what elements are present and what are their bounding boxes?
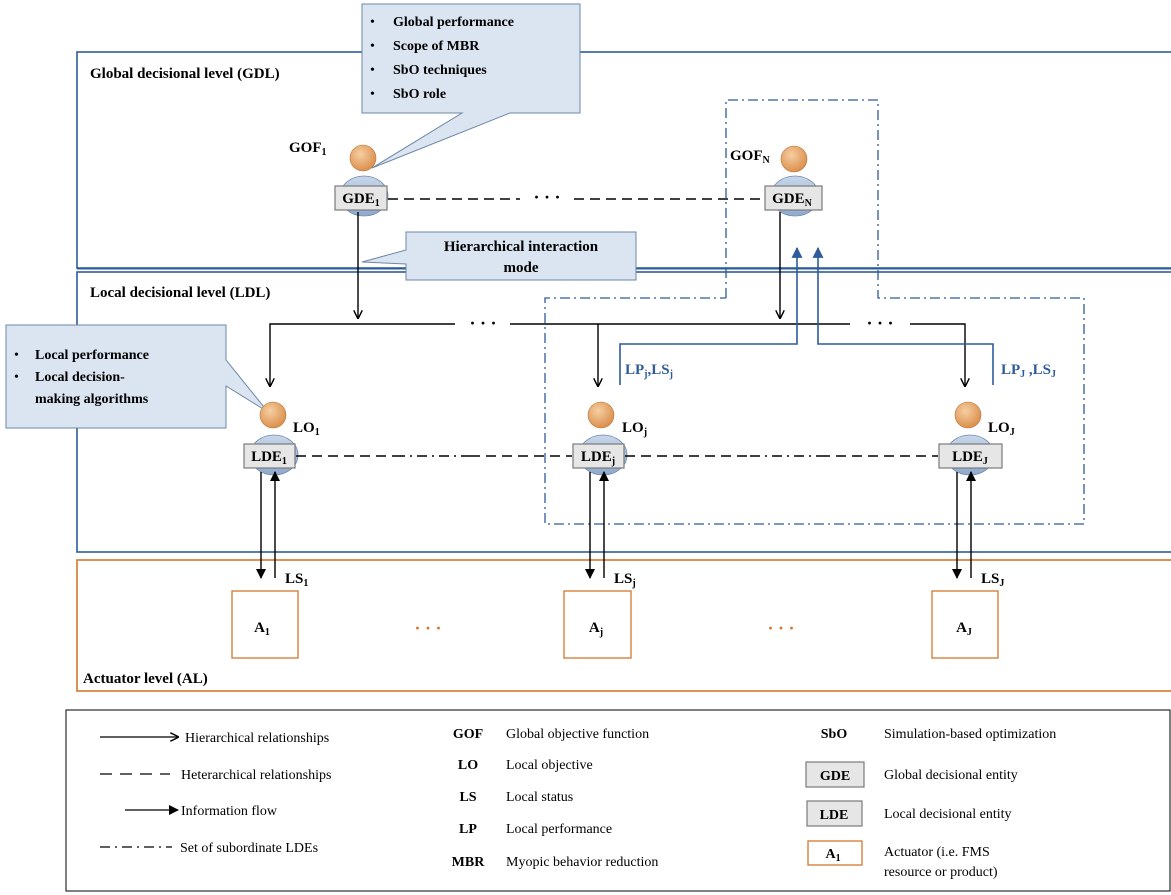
lo-J-label: LOJ: [988, 420, 1015, 438]
person-head-icon: [780, 145, 808, 173]
local-callout-item: Local performance: [35, 348, 149, 363]
gof-1-label: GOF1: [289, 140, 327, 158]
hierarchical-mode-line1: Hierarchical interaction: [444, 239, 599, 255]
actuator-ellipsis-left: · · ·: [414, 618, 441, 638]
person-head-icon: [259, 401, 287, 429]
actuator-j-label: Aj: [589, 620, 603, 638]
legend-desc: Local objective: [506, 758, 593, 773]
hierarchical-bus-right: [910, 323, 965, 386]
subordinate-set-boundary-outer: [544, 99, 1085, 525]
gde-1-box: [334, 185, 388, 211]
local-entity-1: LDE1 LO1: [243, 401, 320, 476]
legend-desc: Local decisional entity: [884, 807, 1012, 822]
local-callout-item: Local decision-: [35, 370, 125, 385]
feedback-ldeJ-to-gden: [812, 246, 994, 385]
actuator-1-label: A1: [254, 620, 270, 638]
lde-j-box: [572, 443, 625, 469]
actuator-j: Aj: [563, 590, 632, 659]
legend-desc: Simulation-based optimization: [884, 727, 1056, 742]
legend-information-text: Information flow: [181, 804, 278, 819]
lde-J-label: LDEJ: [952, 449, 988, 467]
legend-set-text: Set of subordinate LDEs: [180, 841, 318, 856]
ls-J-label: LSJ: [981, 571, 1004, 589]
legend-desc: Myopic behavior reduction: [506, 855, 658, 870]
global-callout-item: Global performance: [393, 15, 514, 30]
person-head-icon: [349, 144, 377, 172]
feedback-ldej-to-gden: [619, 246, 803, 385]
local-callout-item: making algorithms: [35, 392, 149, 407]
gde-n-label: GDEN: [772, 191, 813, 209]
lo-1-label: LO1: [293, 420, 320, 438]
local-entity-J: LDEJ LOJ: [938, 401, 1015, 476]
legend-abbr: GOF: [453, 727, 483, 742]
legend-desc: Local status: [506, 790, 573, 805]
legend-actuator-abbr: A1: [825, 847, 840, 864]
person-head-icon: [587, 401, 615, 429]
actuator-J: AJ: [931, 590, 999, 659]
actuator-ellipsis-right: · · ·: [767, 618, 794, 638]
hierarchical-mode-line2: mode: [504, 260, 539, 276]
legend-hierarchical-text: Hierarchical relationships: [185, 731, 329, 746]
bullet: •: [370, 63, 375, 78]
bullet: •: [370, 15, 375, 30]
legend: Hierarchical relationships Heterarchical…: [65, 709, 1171, 892]
bullet: •: [14, 370, 19, 385]
bullet: •: [370, 39, 375, 54]
lde-j-label: LDEj: [581, 449, 615, 467]
legend-heterarchical-text: Heterarchical relationships: [181, 768, 331, 783]
legend-abbr: LO: [458, 758, 478, 773]
legend-desc: Global objective function: [506, 727, 649, 742]
feedback-label-J: LPJ ,LSJ: [1001, 362, 1056, 380]
al-frame: Actuator level (AL): [76, 559, 1171, 692]
legend-abbr: LDE: [820, 808, 849, 823]
ldl-title: Local decisional level (LDL): [90, 285, 270, 301]
ldl-frame: Local decisional level (LDL): [76, 268, 1171, 553]
legend-abbr: SbO: [821, 727, 848, 742]
gde-n-box: [764, 185, 823, 211]
legend-gde-box: [805, 761, 865, 788]
actuator-J-label: AJ: [956, 620, 972, 638]
bullet: •: [370, 87, 375, 102]
gde-ellipsis: · · ·: [533, 187, 560, 207]
local-entity-j: LDEj LOj: [572, 401, 647, 476]
lde-1-label: LDE1: [251, 449, 287, 467]
gde-1-label: GDE1: [342, 191, 380, 209]
legend-desc: Global decisional entity: [884, 768, 1018, 783]
actuator-1: A1: [231, 590, 299, 659]
ls-1-label: LS1: [285, 571, 308, 589]
legend-abbr: LP: [459, 822, 477, 837]
lde-J-box: [938, 443, 1003, 469]
lo-j-label: LOj: [622, 420, 647, 438]
hierarchical-bus-left: [270, 323, 455, 386]
legend-desc: Actuator (i.e. FMS: [884, 845, 990, 860]
lde-1-box: [243, 443, 296, 469]
hierarchical-mode-callout: Hierarchical interaction mode: [361, 231, 637, 281]
person-head-icon: [954, 401, 982, 429]
al-title: Actuator level (AL): [83, 671, 208, 687]
global-callout: • Global performance • Scope of MBR • Sb…: [361, 3, 581, 169]
gdl-title: Global decisional level (GDL): [90, 66, 280, 82]
legend-desc: resource or product): [884, 865, 998, 880]
local-callout: • Local performance • Local decision- ma…: [5, 324, 269, 429]
legend-abbr: LS: [459, 790, 476, 805]
feedback-label-j: LPj,LSj: [625, 362, 673, 380]
global-callout-item: Scope of MBR: [393, 39, 480, 54]
legend-lde-box: [806, 800, 863, 827]
bullet: •: [14, 348, 19, 363]
legend-actuator-box: [807, 840, 863, 866]
ls-j-label: LSj: [614, 571, 636, 589]
global-callout-item: SbO techniques: [393, 63, 487, 78]
gof-n-label: GOFN: [730, 148, 771, 166]
global-callout-item: SbO role: [393, 87, 446, 102]
legend-abbr: MBR: [452, 855, 486, 870]
global-entity-1: GDE1 GOF1: [289, 140, 389, 217]
legend-abbr: GDE: [820, 769, 850, 784]
legend-desc: Local performance: [506, 822, 612, 837]
bus-ellipsis-right: · · ·: [866, 313, 893, 333]
legend-frame: [65, 709, 1171, 892]
global-entity-n: GDEN GOFN: [730, 145, 823, 217]
bus-ellipsis-left: · · ·: [469, 313, 496, 333]
